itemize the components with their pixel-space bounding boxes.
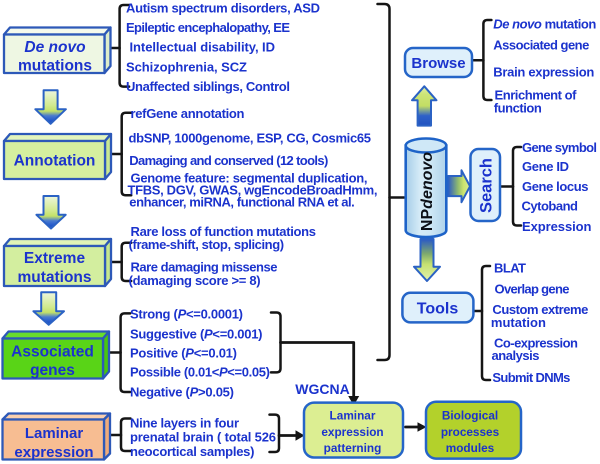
svg-text:WGCNA: WGCNA xyxy=(295,381,349,397)
svg-text:Laminar: Laminar xyxy=(330,409,376,423)
svg-text:Suggestive (P<=0.001): Suggestive (P<=0.001) xyxy=(130,326,263,341)
svg-text:Gene locus: Gene locus xyxy=(522,179,589,194)
svg-text:Positive (P<=0.01): Positive (P<=0.01) xyxy=(130,345,237,360)
svg-text:dbSNP, 1000genome, ESP, CG, Co: dbSNP, 1000genome, ESP, CG, Cosmic65 xyxy=(129,131,372,146)
svg-text:Unaffected siblings, Control: Unaffected siblings, Control xyxy=(126,79,290,94)
svg-text:Biological: Biological xyxy=(442,409,498,423)
svg-text:Strong (P<=0.0001): Strong (P<=0.0001) xyxy=(130,306,243,321)
svg-text:Negative (P>0.05): Negative (P>0.05) xyxy=(130,385,234,400)
svg-text:Submit DNMs: Submit DNMs xyxy=(492,370,570,385)
svg-text:Schizophrenia, SCZ: Schizophrenia, SCZ xyxy=(126,60,247,75)
svg-text:TFBS, DGV, GWAS, wgEncodeBroad: TFBS, DGV, GWAS, wgEncodeBroadHmm, xyxy=(128,183,378,198)
svg-text:genes: genes xyxy=(30,362,75,379)
svg-text:Search: Search xyxy=(477,158,495,213)
svg-text:Laminar: Laminar xyxy=(25,425,84,442)
svg-text:Autism spectrum disorders, ASD: Autism spectrum disorders, ASD xyxy=(126,0,320,15)
svg-text:patterning: patterning xyxy=(324,441,382,455)
svg-text:De novo mutation: De novo mutation xyxy=(493,16,596,31)
svg-text:Possible (0.01<P<=0.05): Possible (0.01<P<=0.05) xyxy=(130,365,270,380)
svg-text:Gene ID: Gene ID xyxy=(522,159,569,174)
svg-text:Genome feature: segmental dupl: Genome feature: segmental duplication, xyxy=(131,171,368,186)
svg-text:Epileptic encephalopathy, EE: Epileptic encephalopathy, EE xyxy=(126,20,290,35)
svg-text:processes: processes xyxy=(441,425,500,439)
svg-text:Extreme: Extreme xyxy=(24,250,86,267)
svg-text:neocortical samples): neocortical samples) xyxy=(130,444,255,459)
svg-text:Rare loss of function mutation: Rare loss of function mutations xyxy=(131,224,317,239)
svg-text:refGene annotation: refGene annotation xyxy=(131,106,245,121)
svg-text:Nine layers in four: Nine layers in four xyxy=(130,415,239,430)
svg-text:Tools: Tools xyxy=(417,300,459,317)
svg-text:Annotation: Annotation xyxy=(14,153,96,170)
svg-text:prenatal brain ( total 526: prenatal brain ( total 526 xyxy=(130,430,276,445)
svg-text:Custom extreme: Custom extreme xyxy=(492,302,588,317)
svg-text:Expression: Expression xyxy=(522,219,592,234)
svg-text:Damaging and conserved (12 too: Damaging and conserved (12 tools) xyxy=(129,153,328,168)
svg-text:function: function xyxy=(494,100,542,115)
svg-text:mutations: mutations xyxy=(17,269,91,286)
svg-text:Cytoband: Cytoband xyxy=(522,199,579,214)
svg-text:Rare damaging missense: Rare damaging missense xyxy=(131,260,278,275)
svg-text:Enrichment of: Enrichment of xyxy=(495,88,578,103)
svg-text:expression: expression xyxy=(321,425,383,439)
svg-text:Overlap gene: Overlap gene xyxy=(495,282,570,297)
svg-text:(damaging score >= 8): (damaging score >= 8) xyxy=(129,273,261,288)
svg-text:Gene symbol: Gene symbol xyxy=(522,140,597,155)
svg-text:Associated gene: Associated gene xyxy=(493,38,589,53)
svg-text:mutations: mutations xyxy=(18,57,92,74)
svg-text:mutation: mutation xyxy=(491,315,546,330)
svg-text:enhancer, miRNA, functional RN: enhancer, miRNA, functional RNA et al. xyxy=(129,194,354,209)
svg-text:Browse: Browse xyxy=(411,55,465,72)
svg-text:(frame-shift, stop, splicing): (frame-shift, stop, splicing) xyxy=(129,237,285,252)
svg-text:analysis: analysis xyxy=(492,348,540,363)
svg-text:Co-expression: Co-expression xyxy=(494,336,578,351)
svg-text:De novo: De novo xyxy=(24,39,85,56)
svg-text:Brain expression: Brain expression xyxy=(493,65,594,80)
svg-text:Intellectual disability, ID: Intellectual disability, ID xyxy=(130,40,276,55)
svg-text:NPdenovo: NPdenovo xyxy=(419,152,436,231)
svg-text:modules: modules xyxy=(446,441,495,455)
svg-text:Associated: Associated xyxy=(11,344,94,361)
svg-text:BLAT: BLAT xyxy=(494,260,526,275)
svg-text:expression: expression xyxy=(14,444,93,461)
